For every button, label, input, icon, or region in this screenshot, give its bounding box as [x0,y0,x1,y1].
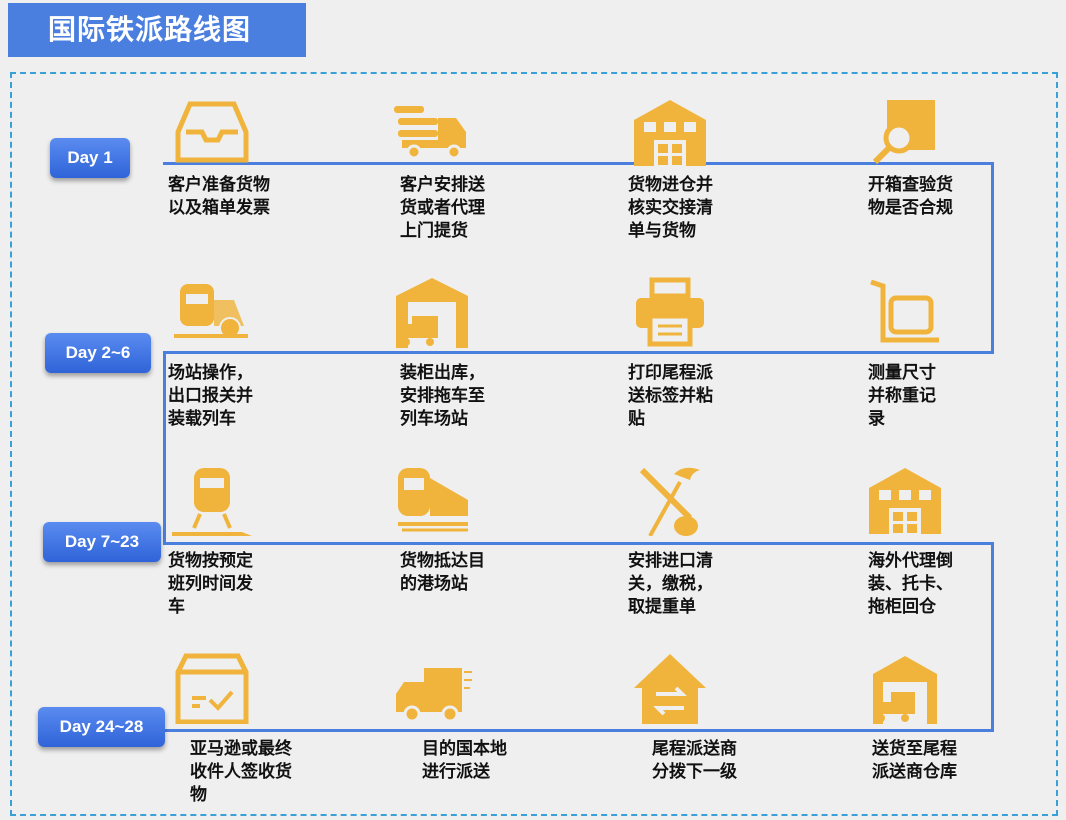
loading-warehouse-icon [392,276,472,348]
route-line [163,542,994,545]
route-line [991,162,994,354]
inbox-tray-icon [172,96,252,168]
distribution-house-icon [630,652,710,724]
day-badge-3: Day 7~23 [43,522,161,562]
step-label: 场站操作， 出口报关并 装载列车 [168,363,253,429]
route-line [163,351,166,544]
delivery-truck-icon [392,96,472,168]
step-label: 货物进仓并 核实交接清 单与货物 [628,175,713,241]
step-label: 亚马逊或最终 收件人签收货 物 [190,739,292,805]
box-inspect-icon [865,96,945,168]
step-label: 海外代理倒 装、托卡、 拖柜回仓 [868,551,953,617]
station-train-icon [172,276,252,348]
day-badge-4: Day 24~28 [38,707,165,747]
day-badge-2: Day 2~6 [45,333,151,373]
step-label: 客户准备货物 以及箱单发票 [168,175,270,218]
local-delivery-van-icon [392,652,472,724]
step-label: 装柜出库， 安排拖车至 列车场站 [400,363,485,429]
step-label: 目的国本地 进行派送 [422,739,507,782]
route-line [163,162,994,165]
step-label: 货物抵达目 的港场站 [400,551,485,594]
day-badge-1: Day 1 [50,138,130,178]
step-label: 开箱查验货 物是否合规 [868,175,953,218]
step-label: 测量尺寸 并称重记 录 [868,363,936,429]
route-line [40,729,994,732]
delivery-warehouse-icon [865,652,945,724]
step-label: 尾程派送商 分拨下一级 [652,739,737,782]
warehouse-icon [630,96,710,168]
signed-box-icon [172,652,252,725]
route-line [163,351,994,354]
route-line [991,542,994,732]
page-title: 国际铁派路线图 [8,3,306,57]
diagram-frame [10,72,1058,816]
step-label: 客户安排送 货或者代理 上门提货 [400,175,485,241]
arriving-train-icon [392,464,472,536]
hand-truck-scale-icon [865,276,945,348]
customs-icon [630,464,710,537]
step-label: 货物按预定 班列时间发 车 [168,551,253,617]
departing-train-icon [172,464,252,536]
step-label: 送货至尾程 派送商仓库 [872,739,957,782]
printer-icon [630,276,710,348]
step-label: 打印尾程派 送标签并粘 贴 [628,363,713,429]
step-label: 安排进口清 关，缴税， 取提重单 [628,551,713,617]
warehouse-icon [865,464,945,536]
